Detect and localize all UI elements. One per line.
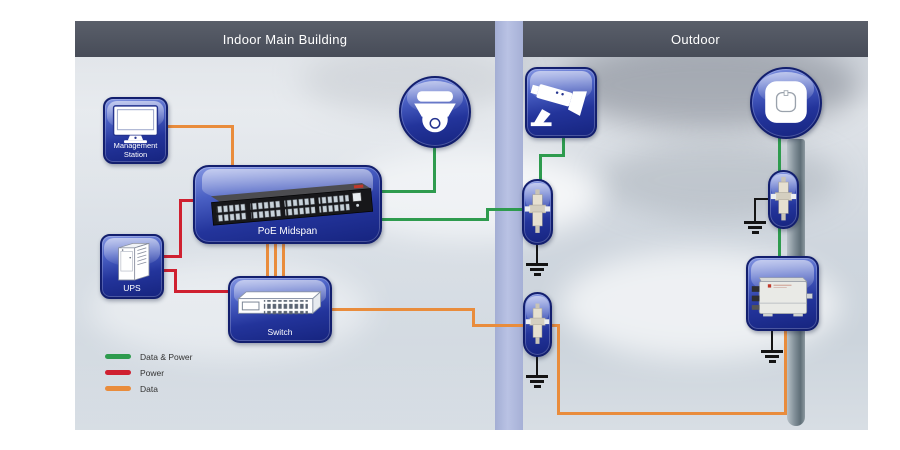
node-access-point (750, 67, 822, 139)
ground-symbol (743, 221, 767, 234)
midspan-rack-icon (210, 183, 374, 226)
power-line (161, 255, 182, 258)
node-label: Switch (267, 327, 293, 337)
node-management-station: Management Station (103, 97, 168, 164)
data-power-line (486, 208, 489, 221)
node-outdoor-camera (525, 67, 597, 138)
power-line (161, 269, 177, 272)
legend-item: Power (105, 367, 192, 378)
wall-divider (495, 21, 523, 430)
data-line (328, 308, 475, 311)
switch-rack-icon (237, 290, 322, 315)
power-line (179, 199, 195, 202)
data-line (557, 324, 560, 415)
data-power-line (378, 190, 436, 193)
header-outdoor: Outdoor (523, 21, 868, 57)
ground-lead (536, 355, 538, 376)
power-line (174, 269, 177, 293)
surge-arrestor-icon (770, 176, 797, 221)
ground-lead (754, 198, 756, 222)
data-line (231, 125, 234, 169)
enclosure-box-icon (751, 277, 813, 317)
data-power-line (539, 154, 542, 184)
node-dome-camera (399, 76, 471, 148)
node-ups: UPS (100, 234, 164, 299)
surge-arrestor-icon (524, 189, 551, 233)
surge-arrestor-icon (525, 303, 550, 344)
ups-tower-icon (118, 242, 150, 281)
dome-camera-icon (414, 91, 456, 133)
legend-item: Data & Power (105, 351, 193, 362)
header-outdoor-title: Outdoor (670, 31, 721, 47)
ground-lead (771, 329, 773, 351)
data-power-line (378, 218, 489, 221)
monitor-icon (112, 105, 159, 144)
node-surge-arrestor-indoor (522, 179, 553, 245)
data-power-line (433, 145, 436, 193)
node-surge-arrestor-lower (523, 292, 552, 357)
data-line (274, 242, 277, 278)
legend-swatch-power (105, 370, 131, 375)
data-line (472, 308, 475, 327)
data-line (472, 324, 526, 327)
data-line (557, 412, 787, 415)
data-line (266, 242, 269, 278)
data-power-line (562, 135, 565, 157)
node-label: UPS (123, 283, 141, 293)
legend-item: Data (105, 383, 192, 394)
header-indoor: Indoor Main Building (75, 21, 495, 57)
node-outdoor-enclosure (746, 256, 819, 331)
node-switch: Switch (228, 276, 332, 343)
legend-swatch-data (105, 386, 131, 391)
node-label: PoE Midspan (257, 226, 318, 237)
ground-lead (536, 243, 538, 264)
bullet-camera-icon (530, 84, 587, 127)
node-label: Management Station (113, 141, 158, 159)
data-power-line (486, 208, 526, 211)
access-point-icon (765, 81, 807, 123)
ground-symbol (525, 263, 549, 276)
data-line (784, 328, 787, 415)
power-line (179, 199, 182, 258)
node-poe-midspan: PoE Midspan (193, 165, 382, 244)
ground-symbol (760, 350, 784, 363)
header-indoor-title: Indoor Main Building (222, 31, 348, 47)
legend-label: Power (140, 367, 165, 378)
legend-label: Data (140, 383, 158, 394)
data-line (282, 242, 285, 278)
ground-symbol (525, 375, 549, 388)
data-line (168, 125, 233, 128)
power-line (174, 290, 232, 293)
data-power-line (539, 154, 565, 157)
legend: Data & Power Power Data (105, 351, 193, 394)
data-line (549, 324, 560, 327)
node-surge-arrestor-pole (768, 170, 799, 229)
legend-swatch-data-power (105, 354, 131, 359)
ground-lead (755, 198, 771, 200)
legend-label: Data & Power (140, 351, 193, 362)
